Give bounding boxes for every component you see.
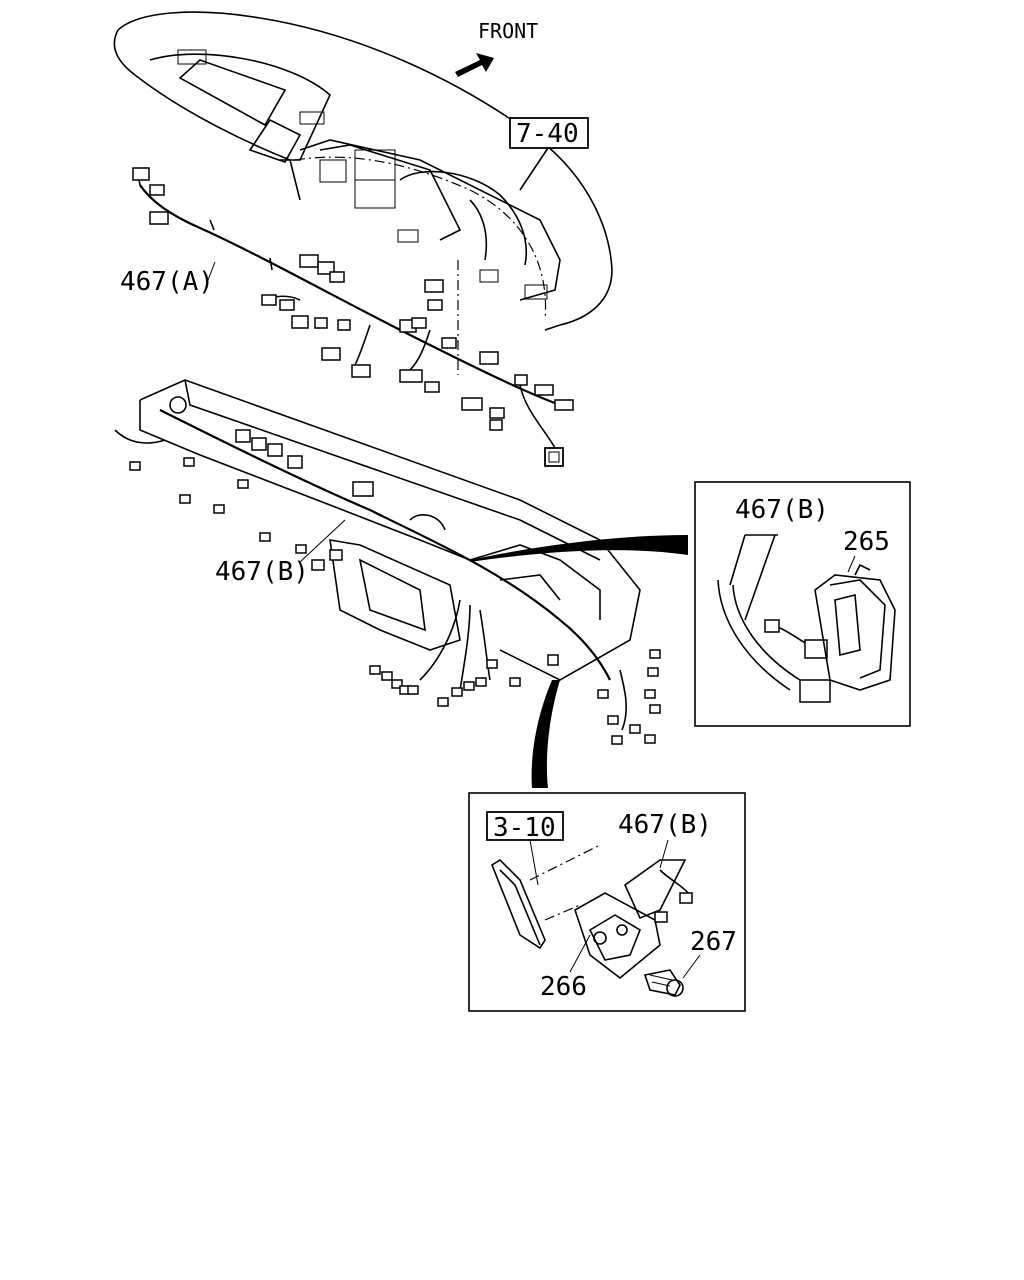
instrument-panel [113,11,613,331]
harness-467a [132,167,574,467]
callout-266: 266 [540,972,587,1002]
front-label: FRONT [478,19,538,43]
callout-467a: 467(A) [120,267,214,297]
detail-leader-lower [531,680,560,788]
crossbeam-assembly [114,379,661,745]
detail-box-relay: 467(B) 265 [694,481,911,727]
callout-467b-detail1: 467(B) [735,495,829,525]
detail-leader-upper [470,535,688,562]
detail-box-bracket: 3-10 467(B) 267 266 [468,792,746,1012]
callout-467b-detail2: 467(B) [618,810,712,840]
callout-267: 267 [690,927,737,957]
ref-3-10-label: 3-10 [493,813,556,843]
callout-467b-main: 467(B) [215,557,309,587]
front-arrow-icon [455,53,494,77]
callout-265: 265 [843,527,890,557]
ref-box-7-40: 7-40 [509,117,589,191]
ref-7-40-label: 7-40 [516,119,579,149]
